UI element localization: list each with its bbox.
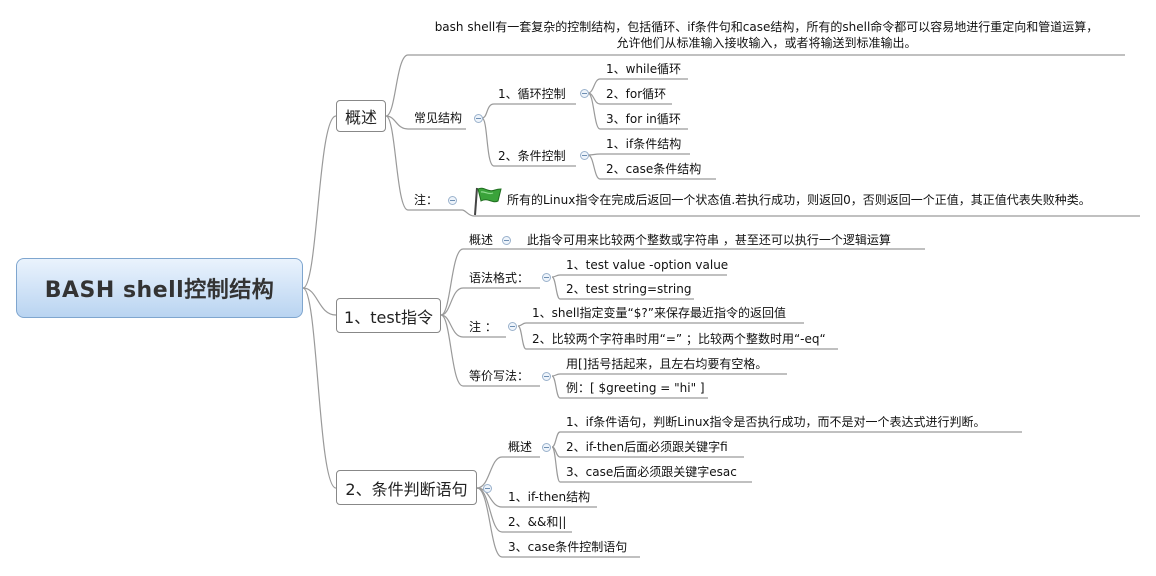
loop-control-label[interactable]: 1、循环控制 bbox=[498, 87, 566, 101]
cond-item[interactable]: 1、if-then结构 bbox=[508, 490, 591, 504]
cond-overview-item[interactable]: 2、if-then后面必须跟关键字fi bbox=[566, 440, 728, 454]
loop-item[interactable]: 1、while循环 bbox=[606, 62, 682, 76]
condition-item[interactable]: 1、if条件结构 bbox=[606, 137, 682, 151]
test-equiv-item[interactable]: 例：[ $greeting = "hi" ] bbox=[566, 381, 705, 395]
test-syntax-item[interactable]: 1、test value -option value bbox=[566, 258, 729, 272]
overview-note-text[interactable]: 所有的Linux指令在完成后返回一个状态值.若执行成功，则返回0，否则返回一个正… bbox=[507, 193, 1091, 207]
test-note-item[interactable]: 1、shell指定变量“$?”来保存最近指令的返回值 bbox=[532, 306, 786, 320]
test-equiv-label[interactable]: 等价写法： bbox=[469, 369, 530, 383]
overview-description: bash shell有一套复杂的控制结构，包括循环、if条件句和case结构，所… bbox=[408, 19, 1125, 51]
collapse-icon[interactable] bbox=[474, 114, 483, 123]
test-syntax-label[interactable]: 语法格式： bbox=[469, 271, 530, 285]
condition-item[interactable]: 2、case条件结构 bbox=[606, 162, 702, 176]
collapse-icon[interactable] bbox=[508, 322, 517, 331]
collapse-icon[interactable] bbox=[580, 89, 589, 98]
overview-description-line2: 允许他们从标准输入接收输入，或者将输送到标准输出。 bbox=[616, 36, 917, 50]
topic-overview[interactable]: 概述 bbox=[336, 100, 386, 132]
collapse-icon[interactable] bbox=[542, 273, 551, 282]
collapse-icon[interactable] bbox=[448, 196, 457, 205]
topic-test[interactable]: 1、test指令 bbox=[336, 298, 441, 333]
test-overview-text[interactable]: 此指令可用来比较两个整数或字符串 ，甚至还可以执行一个逻辑运算 bbox=[527, 233, 891, 247]
loop-item[interactable]: 2、for循环 bbox=[606, 87, 667, 101]
root-topic[interactable]: BASH shell控制结构 bbox=[16, 258, 303, 318]
test-note-label[interactable]: 注 ： bbox=[469, 320, 497, 334]
cond-overview-label[interactable]: 概述 bbox=[508, 440, 533, 454]
collapse-icon[interactable] bbox=[580, 151, 589, 160]
topic-condition-statements[interactable]: 2、条件判断语句 bbox=[336, 470, 477, 505]
collapse-icon[interactable] bbox=[542, 443, 551, 452]
condition-control-label[interactable]: 2、条件控制 bbox=[498, 149, 566, 163]
overview-note-label[interactable]: 注： bbox=[414, 193, 439, 207]
collapse-icon[interactable] bbox=[542, 372, 551, 381]
common-structures-label[interactable]: 常见结构 bbox=[414, 111, 463, 125]
overview-description-line1: bash shell有一套复杂的控制结构，包括循环、if条件句和case结构，所… bbox=[434, 20, 1099, 34]
collapse-icon[interactable] bbox=[502, 236, 511, 245]
collapse-icon[interactable] bbox=[483, 484, 492, 493]
test-overview-label[interactable]: 概述 bbox=[469, 233, 494, 247]
cond-overview-item[interactable]: 1、if条件语句，判断Linux指令是否执行成功，而不是对一个表达式进行判断。 bbox=[566, 415, 986, 429]
cond-item[interactable]: 2、&&和|| bbox=[508, 515, 567, 529]
cond-item[interactable]: 3、case条件控制语句 bbox=[508, 540, 628, 554]
test-syntax-item[interactable]: 2、test string=string bbox=[566, 282, 692, 296]
test-equiv-item[interactable]: 用[]括号括起来，且左右均要有空格。 bbox=[566, 357, 768, 371]
test-note-item[interactable]: 2、比较两个字符串时用“=” ；比较两个整数时用“-eq“ bbox=[532, 332, 826, 346]
cond-overview-item[interactable]: 3、case后面必须跟关键字esac bbox=[566, 465, 737, 479]
loop-item[interactable]: 3、for in循环 bbox=[606, 112, 681, 126]
flag-icon bbox=[474, 187, 502, 216]
